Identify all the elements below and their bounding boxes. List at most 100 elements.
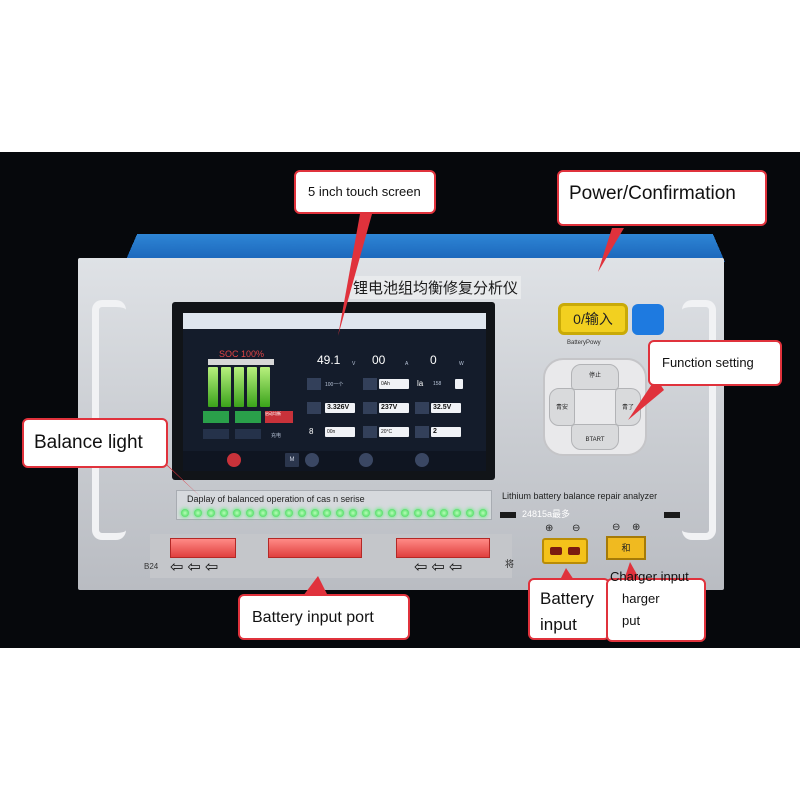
balance-led <box>232 509 241 517</box>
balance-led <box>362 509 371 517</box>
target-voltage-field[interactable]: 32.5V <box>431 403 461 413</box>
balance-led <box>336 509 345 517</box>
status-box <box>235 429 261 439</box>
battery-input-line1: Battery <box>540 589 594 608</box>
row-tag <box>415 426 429 438</box>
home-nav-icon[interactable] <box>227 453 241 467</box>
battery-input-callout: Battery input <box>528 578 610 640</box>
touch-screen-callout: 5 inch touch screen <box>294 170 436 214</box>
balance-led <box>193 509 202 517</box>
charger-input-callout: harger put <box>606 578 706 642</box>
power-confirm-button[interactable]: 0/输入 <box>558 303 628 335</box>
battery-cells-cap <box>208 359 274 365</box>
battery-port-connector[interactable] <box>396 538 490 558</box>
row-tag <box>363 426 377 438</box>
arrow-left-icon: ⇦ <box>187 559 205 576</box>
dpad-left-button[interactable]: 青安 <box>549 388 575 426</box>
start-balance-button[interactable]: 启动均衡 <box>265 411 293 423</box>
temperature-field[interactable]: 20°C <box>379 427 409 437</box>
row3-prefix: 8 <box>309 427 314 436</box>
battery-input-port-callout: Battery input port <box>238 594 410 640</box>
battery-input-line2: input <box>540 615 577 634</box>
charger-input-line1: harger <box>622 591 660 606</box>
balance-led <box>297 509 306 517</box>
pack-voltage-field[interactable]: 237V <box>379 403 409 413</box>
connector-pin <box>568 547 580 555</box>
balance-strip-text: Daplay of balanced operation of cas n se… <box>187 494 365 504</box>
battery-cell <box>247 367 257 407</box>
arrow-left-icon: ⇦ <box>448 559 467 576</box>
balance-led <box>349 509 358 517</box>
data-nav-icon[interactable] <box>415 453 429 467</box>
dpad-up-button[interactable]: 停止 <box>571 364 619 390</box>
row-tag <box>363 402 377 414</box>
row1-field[interactable] <box>455 379 463 389</box>
row3-field[interactable]: 2 <box>431 427 461 437</box>
row-tag <box>363 378 377 390</box>
voltage-unit: V <box>352 361 356 367</box>
power-confirmation-callout: Power/Confirmation <box>557 170 767 226</box>
capacity-field[interactable]: 0Ah <box>379 379 409 389</box>
balance-led <box>388 509 397 517</box>
arrow-left-icon: ⇦ <box>170 559 188 576</box>
balance-led <box>271 509 280 517</box>
screen-nav-bar <box>183 451 486 471</box>
screen-row-2: 3.326V 237V 32.5V <box>303 401 481 415</box>
balance-led <box>219 509 228 517</box>
status-box <box>203 411 229 423</box>
port-suffix-label: 将 <box>505 559 515 569</box>
battery-port-connector[interactable] <box>170 538 236 558</box>
battery-cell <box>234 367 244 407</box>
arrow-left-icon: ⇦ <box>414 559 432 576</box>
battery-input-connector[interactable] <box>542 538 588 564</box>
battery-cell <box>260 367 270 407</box>
battery-cell <box>208 367 218 407</box>
connector-pin <box>550 547 562 555</box>
charge-label: 充电 <box>271 433 282 439</box>
right-arrows: ⇦⇦⇦ <box>414 557 466 577</box>
row-tag <box>307 402 321 414</box>
device-title: 锂电池组均衡修复分析仪 <box>350 276 522 299</box>
blue-function-button[interactable] <box>632 304 664 335</box>
balance-led <box>245 509 254 517</box>
battery-cell <box>221 367 231 407</box>
charger-input-connector[interactable]: 和 <box>606 536 646 560</box>
screen-status-bar <box>183 313 486 329</box>
right-handle <box>682 300 716 540</box>
power-unit: W <box>459 361 464 367</box>
balance-led <box>440 509 449 517</box>
charger-input-overlay-text: Charger input <box>610 569 689 584</box>
plus-symbol: ⊕ <box>545 523 554 534</box>
model-label: 24815a最多 <box>522 509 571 519</box>
status-box <box>203 429 229 439</box>
time-field[interactable]: 00n <box>325 427 355 437</box>
current-unit: A <box>405 361 409 367</box>
tools-nav-icon[interactable] <box>359 453 373 467</box>
balance-led-row <box>181 509 487 517</box>
la-label: la <box>417 379 424 388</box>
balance-led <box>375 509 384 517</box>
menu-nav-icon[interactable]: M <box>285 453 299 467</box>
balance-light-callout: Balance light <box>22 418 168 468</box>
balance-led <box>181 509 189 517</box>
arrow-left-icon: ⇦ <box>431 559 449 576</box>
port-prefix-label: B24 <box>144 562 159 571</box>
row-tag <box>307 378 321 390</box>
voltage-readout: 49.1 <box>317 353 341 367</box>
left-arrows: ⇦⇦⇦ <box>170 557 222 577</box>
battery-cells-graphic <box>208 363 278 407</box>
balance-led <box>453 509 462 517</box>
settings-nav-icon[interactable] <box>305 453 319 467</box>
cell-count-text: 100一个 <box>325 382 344 388</box>
minus-symbol: ⊖ <box>612 522 621 533</box>
cell-voltage-field[interactable]: 3.326V <box>325 403 355 413</box>
analyzer-label: Lithium battery balance repair analyzer <box>502 491 658 501</box>
dpad-right-button[interactable]: 青了 <box>615 388 641 426</box>
row1-value: 158 <box>433 381 442 387</box>
dpad-start-button[interactable]: BTART <box>571 424 619 450</box>
battery-port-connector[interactable] <box>268 538 362 558</box>
minus-symbol: ⊖ <box>572 523 581 534</box>
touch-screen[interactable]: SOC 100% 启动均衡 充电 49.1 V 00 A 0 W 100一个 0… <box>183 313 486 471</box>
balance-led <box>284 509 293 517</box>
